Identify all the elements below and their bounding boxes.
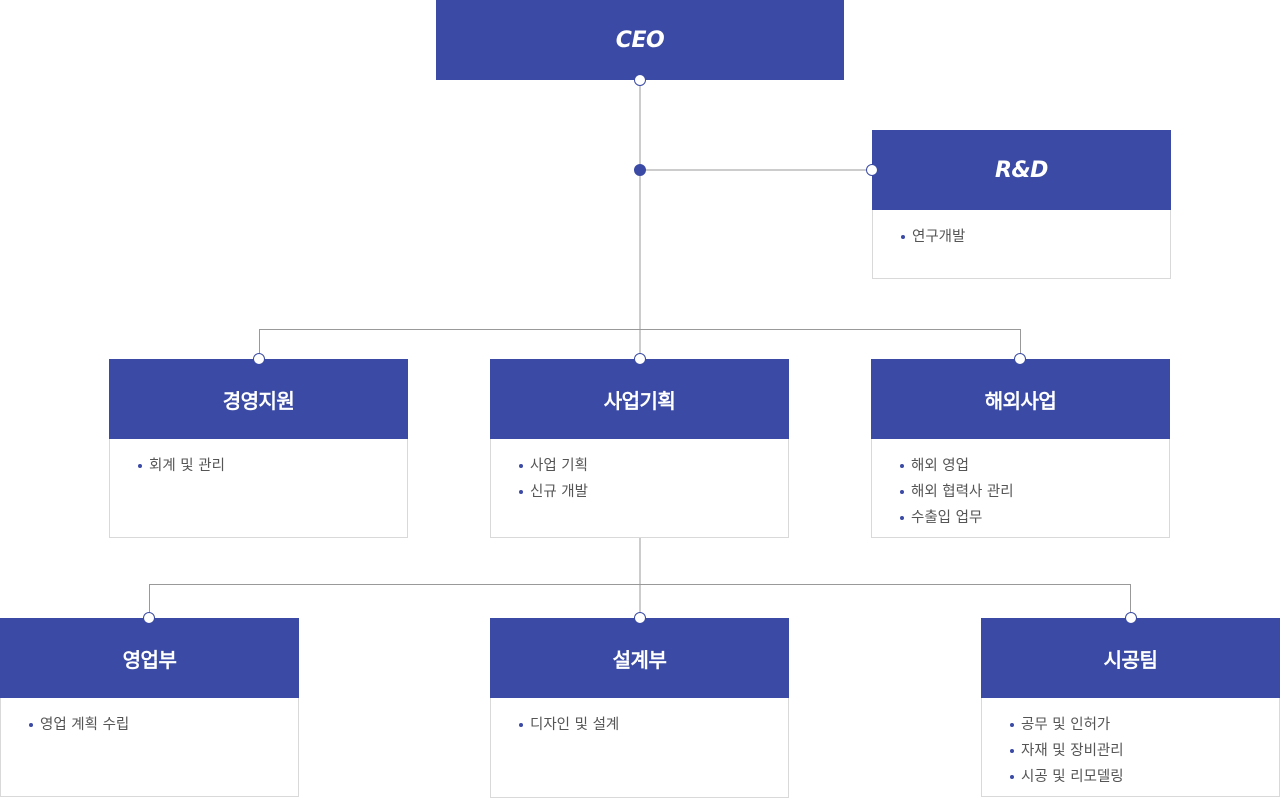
duty-item: 연구개발 bbox=[901, 224, 1170, 250]
planning-duties: 사업 기획 신규 개발 bbox=[490, 439, 789, 538]
planning-title: 사업기획 bbox=[490, 359, 789, 439]
sales-duties: 영업 계획 수립 bbox=[0, 698, 299, 797]
construction-duties: 공무 및 인허가 자재 및 장비관리 시공 및 리모델링 bbox=[981, 698, 1280, 797]
management-connector-dot bbox=[253, 353, 265, 365]
management-duties: 회계 및 관리 bbox=[109, 439, 408, 538]
rnd-duties: 연구개발 bbox=[872, 210, 1171, 279]
rnd-connector-dot bbox=[866, 164, 878, 176]
ceo-connector-dot bbox=[634, 74, 646, 86]
overseas-duties: 해외 영업 해외 협력사 관리 수출입 업무 bbox=[871, 439, 1170, 538]
design-duties: 디자인 및 설계 bbox=[490, 698, 789, 798]
duty-item: 사업 기획 bbox=[519, 453, 788, 479]
overseas-connector-dot bbox=[1014, 353, 1026, 365]
duty-item: 해외 협력사 관리 bbox=[900, 479, 1169, 505]
duty-item: 신규 개발 bbox=[519, 479, 788, 505]
ceo-title: CEO bbox=[436, 0, 844, 80]
duty-item: 수출입 업무 bbox=[900, 505, 1169, 531]
junction-dot bbox=[634, 164, 646, 176]
duty-item: 해외 영업 bbox=[900, 453, 1169, 479]
duty-item: 영업 계획 수립 bbox=[29, 712, 298, 738]
sales-connector-dot bbox=[143, 612, 155, 624]
planning-connector-dot bbox=[634, 353, 646, 365]
design-title: 설계부 bbox=[490, 618, 789, 698]
duty-item: 자재 및 장비관리 bbox=[1010, 738, 1279, 764]
overseas-title: 해외사업 bbox=[871, 359, 1170, 439]
duty-item: 시공 및 리모델링 bbox=[1010, 764, 1279, 790]
construction-connector-dot bbox=[1125, 612, 1137, 624]
duty-item: 디자인 및 설계 bbox=[519, 712, 788, 738]
sales-title: 영업부 bbox=[0, 618, 299, 698]
ceo-node: CEO bbox=[436, 0, 844, 80]
design-connector-dot bbox=[634, 612, 646, 624]
duty-item: 공무 및 인허가 bbox=[1010, 712, 1279, 738]
rnd-title: R&D bbox=[872, 130, 1171, 210]
duty-item: 회계 및 관리 bbox=[138, 453, 407, 479]
construction-title: 시공팀 bbox=[981, 618, 1280, 698]
management-title: 경영지원 bbox=[109, 359, 408, 439]
